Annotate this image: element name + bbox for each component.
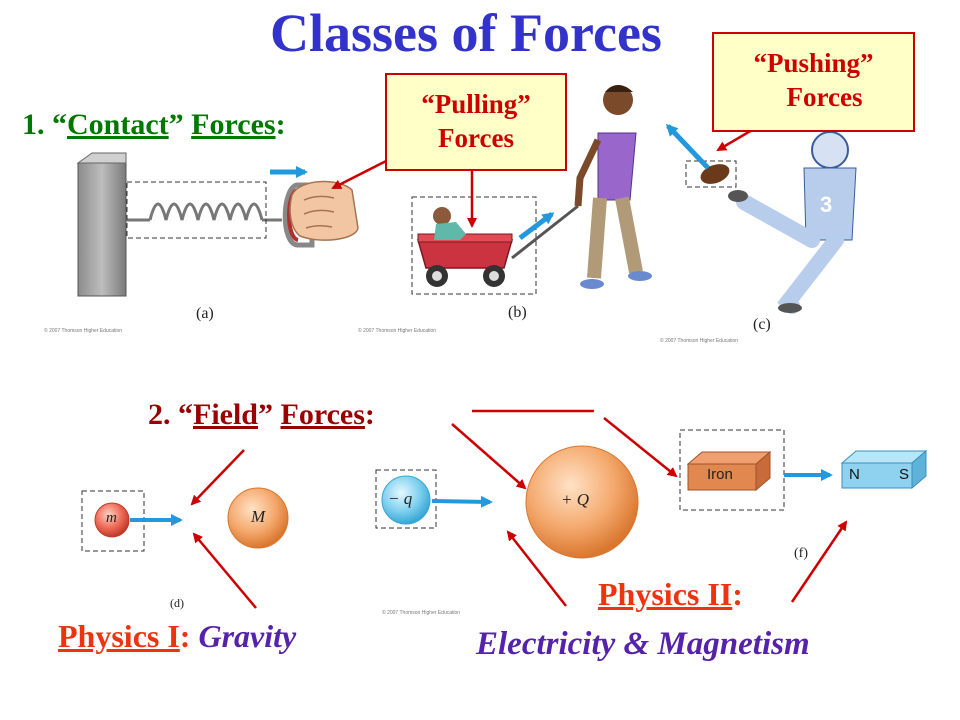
field-mid: ” [258, 398, 281, 431]
magnet-north-label: N [849, 466, 860, 483]
field-callout-arrows [190, 409, 848, 609]
slide-title: Classes of Forces [270, 3, 662, 63]
physics2-label: Physics II: [598, 576, 743, 613]
physics1-course: Physics I [58, 618, 180, 654]
field-number: 2. “ [148, 398, 193, 431]
field-forces-word: Forces [280, 398, 365, 431]
wagon-illustration [411, 85, 652, 295]
copyright-c: © 2007 Thomson Higher Education [660, 338, 739, 344]
contact-mid: ” [168, 108, 192, 141]
panel-label-d: (d) [170, 596, 184, 610]
contact-forces-word: Forces [191, 108, 276, 141]
contact-colon: : [275, 108, 286, 141]
panel-label-b: (b) [508, 304, 527, 321]
pushing-line2: Forces [786, 82, 863, 112]
field-colon: : [364, 398, 375, 431]
physics2-colon: : [732, 576, 743, 612]
field-forces-heading: 2. “Field” Forces: [148, 398, 375, 432]
pushing-line1: “Pushing” [753, 48, 874, 78]
contact-number: 1. “ [22, 108, 67, 141]
physics1-colon: : [179, 618, 199, 654]
negative-charge-label: − q [388, 489, 413, 508]
pulling-line1: “Pulling” [421, 89, 531, 119]
copyright-e: © 2007 Thomson Higher Education [382, 610, 461, 616]
physics2-topic: Electricity & Magnetism [476, 626, 810, 662]
positive-charge-label: + Q [561, 490, 589, 509]
copyright-b: © 2007 Thomson Higher Education [358, 328, 437, 334]
pushing-forces-callout: “Pushing” Forces [712, 32, 915, 132]
panel-label-f: (f) [794, 546, 808, 561]
iron-label: Iron [707, 466, 733, 483]
physics2-course: Physics II [598, 576, 733, 612]
spring-illustration [76, 152, 359, 297]
panel-label-c: (c) [753, 316, 771, 333]
electric-illustration [375, 445, 639, 559]
small-mass-label: m [106, 510, 117, 526]
contact-word: Contact [67, 108, 169, 141]
large-mass-label: M [251, 507, 266, 526]
contact-forces-heading: 1. “Contact” Forces: [22, 108, 286, 142]
football-player-illustration: 3 [665, 123, 857, 314]
field-word: Field [193, 398, 258, 431]
magnetic-illustration [679, 429, 928, 511]
gravity-illustration [81, 487, 289, 552]
magnet-south-label: S [899, 466, 910, 483]
physics1-topic: Gravity [198, 618, 297, 654]
pulling-forces-callout: “Pulling” Forces [385, 73, 567, 171]
svg-text:3: 3 [820, 192, 832, 217]
panel-label-a: (a) [196, 305, 214, 322]
pulling-line2: Forces [438, 123, 514, 153]
physics1-label: Physics I: Gravity [58, 618, 296, 655]
copyright-a: © 2007 Thomson Higher Education [44, 328, 123, 334]
